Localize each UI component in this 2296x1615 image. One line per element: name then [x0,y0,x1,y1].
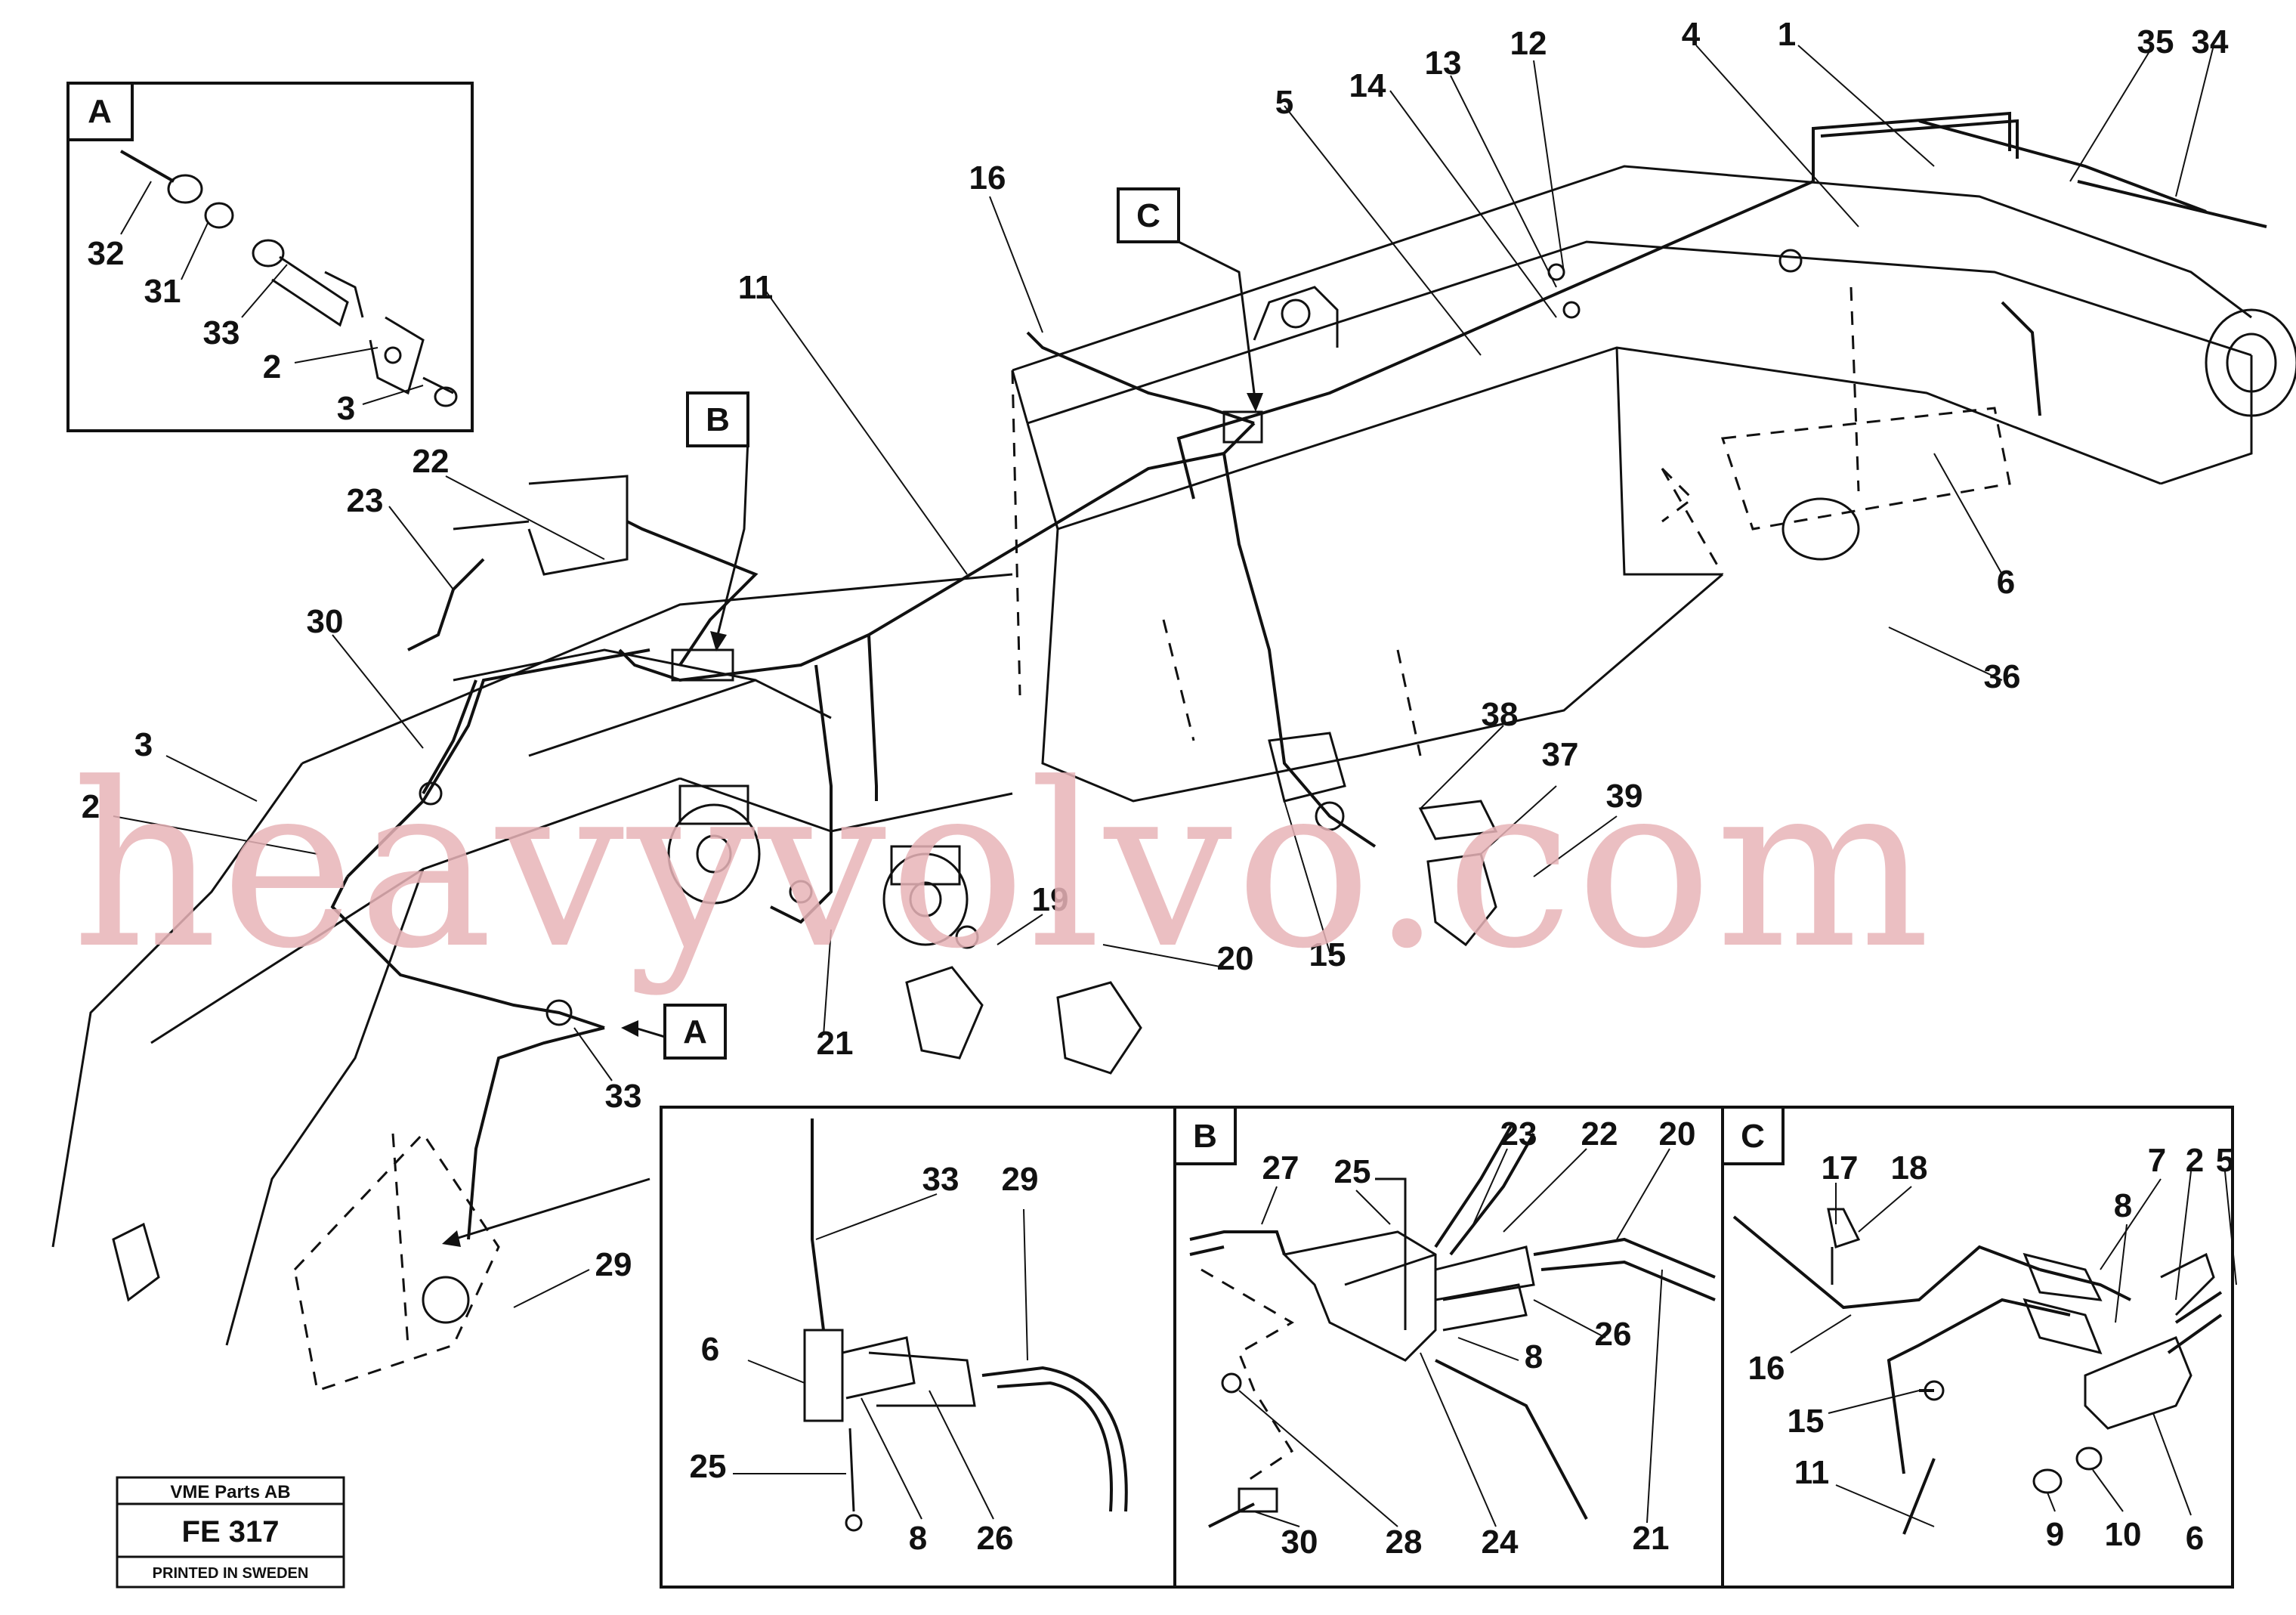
part-number-label: 7 [2148,1142,2166,1179]
part-number-label: 33 [605,1078,642,1115]
part-number-label: 34 [2192,23,2229,60]
part-number-label: 24 [1482,1524,1519,1561]
part-number-label: 17 [1822,1149,1859,1186]
part-number-label: 29 [595,1246,632,1283]
view-letter-label: B [1193,1118,1217,1155]
part-number-label: 16 [1748,1350,1785,1387]
part-number-label: 16 [969,159,1006,196]
part-number-label: 11 [738,269,774,306]
part-number-label: 8 [2114,1187,2132,1224]
part-number-label: 5 [2216,1142,2234,1179]
view-letter-label: B [706,401,730,438]
part-number-label: 39 [1606,778,1643,815]
inset-b: B 27 25 23 22 20 8 26 30 28 [1173,1106,1724,1589]
view-letter-label: C [1741,1118,1765,1155]
part-number-label: 37 [1542,736,1579,773]
part-number-label: 3 [337,390,355,427]
part-number-label: 2 [82,788,100,825]
part-number-label: 6 [1997,564,2015,601]
part-number-label: 9 [2046,1516,2064,1553]
watermark: heavyvolvo.com [72,735,1933,998]
title-plate: VME Parts AB FE 317 PRINTED IN SWEDEN [116,1476,345,1589]
part-number-label: 21 [1633,1520,1670,1557]
part-number-label: 19 [1032,881,1069,918]
part-number-label: 8 [1525,1338,1543,1375]
part-labels: 1 4 12 13 14 5 35 34 16 11 22 23 30 3 2 … [82,16,2229,1283]
part-number-label: 30 [1281,1524,1318,1561]
plate-printed: PRINTED IN SWEDEN [153,1565,309,1582]
boom-structure [51,165,2296,1392]
part-number-label: 10 [2105,1516,2142,1553]
part-number-label: 26 [977,1520,1014,1557]
part-number-label: 20 [1659,1115,1696,1152]
part-number-label: 12 [1510,25,1547,62]
part-number-label: 21 [817,1025,854,1062]
plate-code: FE 317 [182,1515,280,1548]
plate-company: VME Parts AB [170,1482,290,1502]
inset-c: C 17 18 7 2 5 8 16 15 11 [1721,1106,2237,1589]
part-number-label: 13 [1425,45,1462,82]
part-number-label: 15 [1309,936,1346,973]
callout-b: B [686,391,749,447]
part-number-label: 28 [1386,1524,1423,1561]
part-number-label: 5 [1275,84,1293,121]
part-number-label: 25 [690,1448,727,1485]
part-number-label: 6 [701,1331,719,1368]
part-number-label: 33 [922,1161,959,1198]
part-number-label: 8 [909,1520,927,1557]
part-number-label: 22 [413,443,450,480]
part-number-label: 30 [307,603,344,640]
callout-c: C [1117,187,1180,243]
part-number-label: 3 [134,726,153,763]
part-number-label: 32 [88,235,125,272]
view-letter-label: C [1136,197,1160,234]
callout-a: A [663,1004,727,1060]
part-number-label: 31 [144,273,181,310]
part-number-label: 1 [1778,16,1796,53]
part-number-label: 6 [2186,1520,2204,1557]
part-number-label: 22 [1581,1115,1618,1152]
part-number-label: 14 [1349,67,1386,104]
part-number-label: 23 [347,482,384,519]
part-number-label: 18 [1891,1149,1928,1186]
part-number-label: 2 [263,348,281,385]
part-number-label: 15 [1788,1403,1825,1440]
inset-a: A 32 31 33 2 3 [66,82,474,432]
part-number-label: 23 [1500,1115,1537,1152]
inset-detail: 33 29 6 25 8 26 [660,1106,1176,1589]
part-number-label: 25 [1334,1153,1371,1190]
part-number-label: 35 [2137,23,2174,60]
view-letter-label: A [88,93,112,130]
part-number-label: 36 [1984,658,2021,695]
part-number-label: 20 [1217,940,1254,977]
part-number-label: 29 [1002,1161,1039,1198]
part-number-label: 4 [1682,16,1701,53]
part-number-label: 11 [1794,1454,1830,1491]
view-letter-label: A [683,1013,707,1050]
part-number-label: 33 [203,314,240,351]
part-number-label: 26 [1595,1316,1632,1353]
part-number-label: 27 [1262,1149,1299,1186]
part-number-label: 38 [1482,696,1519,733]
hydraulic-lines [330,111,2267,1240]
part-number-label: 2 [2186,1142,2204,1179]
